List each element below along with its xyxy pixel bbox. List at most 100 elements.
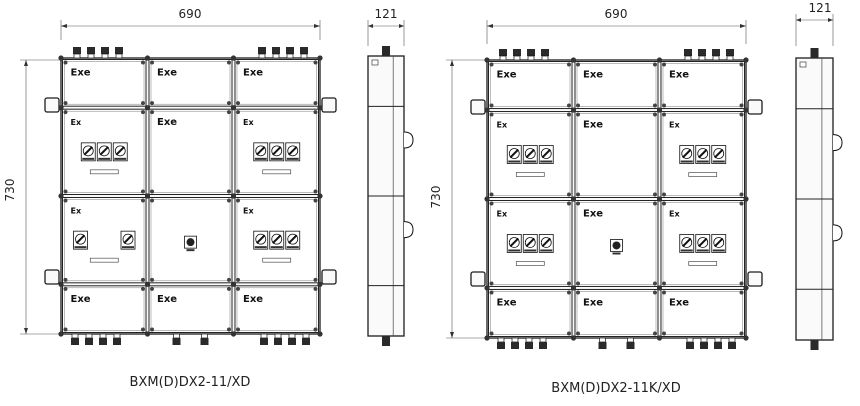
- side-view-right: 121: [795, 1, 843, 350]
- terminal-strip: [688, 172, 718, 177]
- hinge: [832, 134, 843, 152]
- switch-handle: [698, 148, 708, 159]
- cell-bolt: [652, 192, 657, 197]
- joint-bolt: [230, 281, 237, 287]
- gland-nut: [115, 53, 123, 59]
- cell-bolt: [226, 101, 231, 106]
- gland-nut: [85, 333, 93, 339]
- gland-body: [527, 49, 535, 56]
- cell-bolt: [489, 103, 494, 108]
- cell-bolt: [141, 286, 146, 291]
- cell-inner-border: [576, 63, 657, 107]
- cell-inner-border: [150, 199, 231, 282]
- mounting-lug: [371, 59, 379, 66]
- gland-body: [499, 49, 507, 56]
- cell-bolt: [652, 331, 657, 336]
- hinge: [403, 221, 414, 239]
- cell-label: Exe: [157, 117, 177, 128]
- joint-bolt: [58, 281, 64, 287]
- cell-bolt: [489, 281, 494, 286]
- cell-bolt: [63, 286, 68, 291]
- gland-nut: [513, 55, 521, 61]
- cable-gland: [700, 337, 708, 349]
- cell-bolt: [567, 201, 572, 206]
- cell-label: Exe: [583, 297, 603, 308]
- cable-gland: [511, 337, 519, 349]
- cell-panel: [574, 111, 659, 198]
- rotary-switch: [679, 234, 695, 253]
- gland-body: [714, 342, 722, 349]
- side-view-left: 121: [367, 7, 414, 346]
- cable-gland: [541, 49, 549, 61]
- gland-nut: [71, 333, 79, 339]
- cell-label: Exe: [243, 68, 263, 79]
- cell-panel: [660, 61, 746, 110]
- cell-panel: [148, 59, 233, 107]
- cell-bolt: [567, 290, 572, 295]
- cell-bolt: [652, 201, 657, 206]
- enclosure-cell: Exe: [148, 59, 233, 107]
- switch-label-plate: [524, 160, 537, 163]
- gland-body: [99, 338, 107, 345]
- joint-bolt: [317, 281, 323, 287]
- cell-bolt: [739, 103, 744, 108]
- depth-label: 121: [375, 7, 398, 21]
- depth-dimension-left: 121: [367, 7, 405, 46]
- cable-gland: [712, 49, 720, 61]
- gland-nut: [201, 333, 208, 339]
- cell-bolt: [235, 277, 240, 282]
- gland-nut: [684, 55, 692, 61]
- cell-bolt: [141, 189, 146, 194]
- cell-bolt: [313, 198, 318, 203]
- switch-handle: [714, 148, 724, 159]
- gland-nut: [527, 55, 535, 61]
- switch-handle: [682, 237, 692, 248]
- switch-label-plate: [82, 157, 95, 160]
- cell-bolt: [150, 277, 155, 282]
- cell-bolt: [141, 327, 146, 332]
- cell-bolt: [576, 331, 581, 336]
- cell-bolt: [63, 277, 68, 282]
- cell-label: Ex: [71, 118, 82, 127]
- gland-nut: [541, 55, 549, 61]
- cell-label: Exe: [669, 70, 689, 81]
- joint-bolt: [743, 107, 749, 113]
- rotary-switch: [538, 145, 554, 164]
- cell-bolt: [739, 62, 744, 67]
- cell-bolt: [739, 331, 744, 336]
- cell-bolt: [63, 101, 68, 106]
- cable-gland: [272, 47, 280, 59]
- gland-body: [626, 342, 635, 349]
- cell-bolt: [141, 101, 146, 106]
- enclosure-cell: Exe: [234, 59, 319, 107]
- cable-gland: [714, 337, 722, 349]
- cell-bolt: [567, 281, 572, 286]
- cell-bolt: [141, 60, 146, 65]
- cell-label: Exe: [157, 68, 177, 79]
- cell-inner-border: [490, 63, 571, 107]
- joint-bolt: [317, 105, 323, 111]
- cell-bolt: [226, 198, 231, 203]
- switch-label-plate: [114, 157, 127, 160]
- cell-panel: [62, 59, 147, 107]
- gland-body: [101, 47, 109, 54]
- switch-label-plate: [286, 157, 299, 160]
- joint-bolt: [743, 285, 749, 291]
- cell-bolt: [652, 281, 657, 286]
- enclosure-cell: Exe: [574, 111, 659, 198]
- switch-handle: [525, 237, 535, 248]
- cell-inner-border: [236, 61, 317, 105]
- cell-label: Exe: [583, 70, 603, 81]
- cable-gland: [87, 47, 95, 59]
- cell-bolt: [739, 290, 744, 295]
- hinge: [832, 224, 843, 242]
- mounting-bracket: [321, 97, 337, 113]
- cell-label: Exe: [71, 294, 91, 305]
- cell-bolt: [313, 277, 318, 282]
- cell-panel: [234, 285, 319, 334]
- cell-bolt: [739, 201, 744, 206]
- cell-bolt: [63, 110, 68, 115]
- cell-bolt: [652, 290, 657, 295]
- gland-nut: [258, 53, 266, 59]
